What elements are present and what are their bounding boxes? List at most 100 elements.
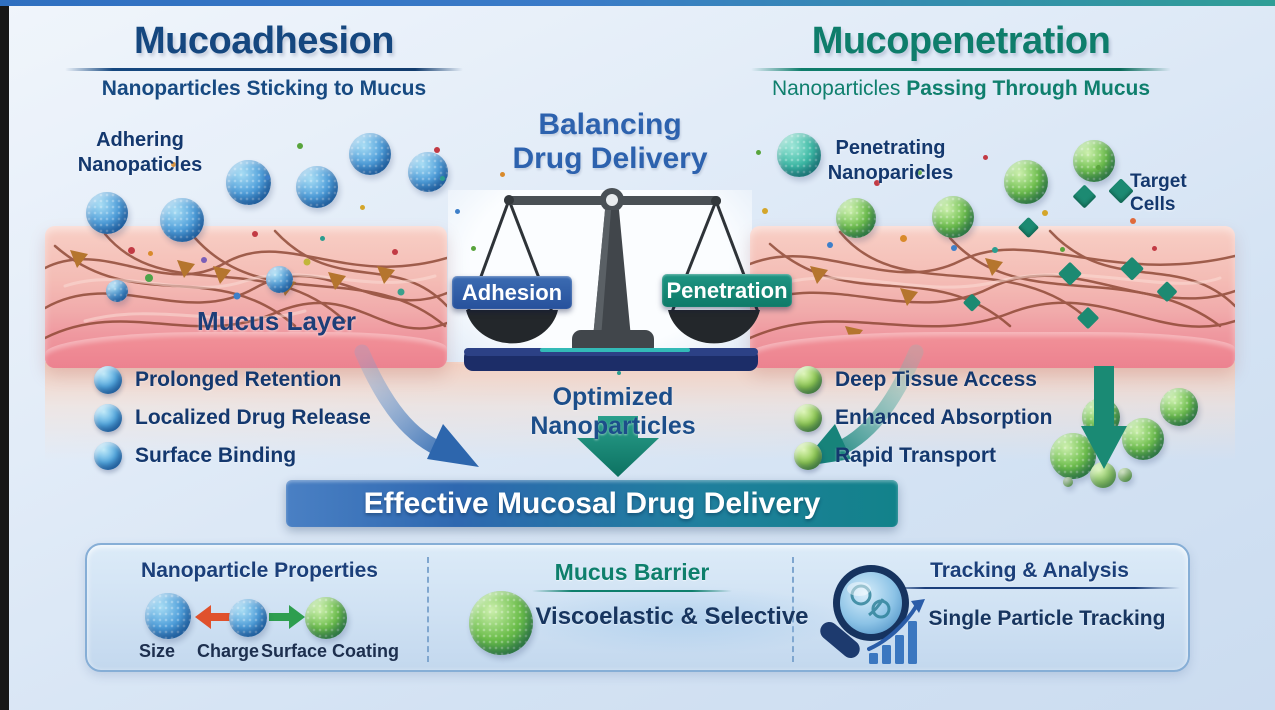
speck (320, 236, 325, 241)
mucopenetration-subtitle: Nanoparticles Passing Through Mucus (742, 77, 1180, 101)
label-line: Cells (1130, 194, 1176, 215)
speck (500, 172, 505, 177)
section-underline (532, 590, 732, 592)
speck (471, 246, 476, 251)
mucoadhesion-subtitle: Nanoparticles Sticking to Mucus (101, 77, 427, 100)
charge-label: Charge (196, 641, 259, 661)
coated-nanoparticle-icon (305, 597, 347, 639)
single-particle-tracking-label: Single Particle Tracking (928, 607, 1166, 630)
speck (1130, 218, 1136, 224)
speck (992, 247, 998, 253)
nanoparticle-icon (349, 133, 391, 175)
speck (265, 175, 270, 180)
section-title-tracking-analysis: Tracking & Analysis (857, 559, 1202, 589)
size-label: Size (138, 641, 176, 661)
mucoadhesion-header: Mucoadhesion Nanoparticles Sticking to M… (58, 20, 470, 101)
speck (360, 205, 365, 210)
label-line: Adhering (96, 129, 184, 151)
benefit-text: Deep Tissue Access (835, 368, 1037, 391)
charge-left-arrow-icon (195, 605, 231, 629)
mucopenetration-header: Mucopenetration Nanoparticles Passing Th… (742, 20, 1180, 101)
nanoparticle-icon (1050, 433, 1096, 479)
benefit-item: Enhanced Absorption (794, 404, 1052, 432)
label-line: Nanoparicles (827, 162, 954, 184)
speck (201, 257, 207, 263)
benefit-item: Prolonged Retention (94, 366, 342, 394)
effective-delivery-banner: Effective Mucosal Drug Delivery (286, 480, 898, 527)
speck (252, 231, 258, 237)
nanoparticle-icon (86, 192, 128, 234)
speck (874, 180, 880, 186)
nanoparticle-icon (1122, 418, 1164, 460)
section-title-nanoparticle-properties: Nanoparticle Properties (141, 559, 378, 582)
adhering-nanoparticles-label: Adhering Nanopaticles (55, 128, 225, 178)
nanoparticle-icon (1063, 477, 1073, 487)
speck (1096, 165, 1101, 170)
balance-scale-icon (464, 188, 760, 371)
nanoparticle-icon (1082, 398, 1120, 436)
mucopenetration-title: Mucopenetration (811, 20, 1111, 62)
benefit-item: Localized Drug Release (94, 404, 371, 432)
nanoparticle-icon (777, 133, 821, 177)
speck (148, 251, 153, 256)
nanoparticle-icon (266, 266, 293, 293)
benefit-item: Deep Tissue Access (794, 366, 1037, 394)
nanoparticle-icon (1090, 462, 1116, 488)
nanoparticle-icon (160, 198, 204, 242)
benefit-text: Surface Binding (135, 444, 297, 467)
title-underline (65, 68, 463, 71)
balancing-heading: Balancing Drug Delivery (470, 108, 750, 176)
glow (517, 585, 847, 655)
speck (762, 208, 768, 214)
title-underline (751, 68, 1171, 71)
charge-nanoparticle-icon (229, 599, 267, 637)
window-edge (0, 0, 9, 710)
nanoparticle-icon (1118, 468, 1132, 482)
label-line: Nanopaticles (77, 154, 203, 176)
mucin-fiber-mesh (750, 229, 1235, 352)
speck (128, 247, 135, 254)
nanoparticle-icon (408, 152, 448, 192)
benefit-item: Rapid Transport (794, 442, 996, 470)
magnifier-icon (820, 565, 909, 658)
subtitle-plain: Nanoparticles (771, 77, 907, 100)
coating-right-arrow-icon (269, 605, 305, 629)
green-nanoparticle-bullet-icon (794, 404, 822, 432)
nanoparticle-icon (1073, 140, 1115, 182)
nanoparticle-icon (296, 166, 338, 208)
blue-nanoparticle-bullet-icon (94, 366, 122, 394)
green-nanoparticle-bullet-icon (794, 442, 822, 470)
optimized-nanoparticles-label: Optimized Nanoparticles (530, 383, 696, 440)
mucus-band (45, 332, 447, 368)
blue-nanoparticle-bullet-icon (94, 404, 122, 432)
speck (900, 235, 907, 242)
size-nanoparticle-icon (145, 593, 191, 639)
speck (917, 170, 922, 175)
penetration-chip: Penetration (662, 274, 792, 307)
nanoparticle-icon (226, 160, 271, 205)
balancing-line1: Balancing (538, 108, 682, 141)
target-cells-label: Target Cells (1130, 170, 1205, 216)
nanoparticle-icon (932, 196, 974, 238)
benefit-text: Localized Drug Release (135, 406, 371, 429)
benefit-text: Rapid Transport (835, 444, 997, 467)
speck (951, 245, 957, 251)
speck (1152, 246, 1157, 251)
nanoparticle-icon (106, 280, 128, 302)
speck (617, 371, 621, 375)
nanoparticle-icon (836, 198, 876, 238)
speck (1060, 247, 1065, 252)
penetrating-nanoparticles-label: Penetrating Nanoparicles (818, 136, 963, 186)
speck (440, 176, 445, 181)
speck (756, 150, 761, 155)
surface-coating-label: Surface Coating (260, 641, 400, 661)
left-mucus-tissue (45, 226, 447, 368)
speck (1042, 210, 1048, 216)
section-title-text: Tracking & Analysis (930, 559, 1129, 582)
bar-chart-icon (867, 599, 925, 664)
mucoadhesion-title: Mucoadhesion (133, 20, 395, 62)
section-title-text: Mucus Barrier (554, 559, 710, 585)
speck (392, 249, 398, 255)
label-line: Target (1130, 171, 1187, 192)
